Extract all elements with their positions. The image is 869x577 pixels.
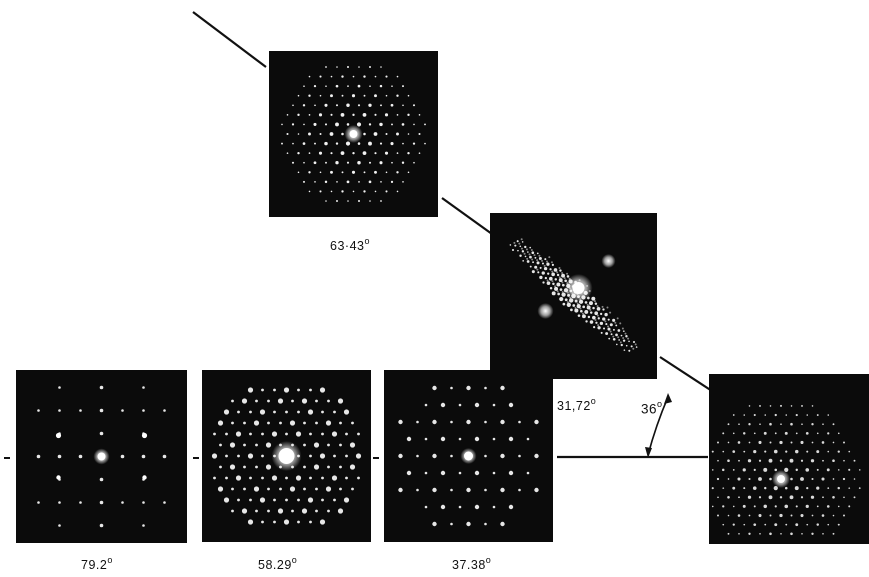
spot-pattern (36, 385, 167, 528)
angle-label-middle: 31,72o (557, 396, 597, 414)
rotation-angle-annotation: 36o (641, 399, 663, 417)
diffraction-panel-top (269, 51, 438, 217)
angle-label-bottom-1: 79.2o (81, 555, 113, 573)
spot-pattern (211, 387, 362, 525)
diffraction-panel-bottom-3 (384, 370, 553, 542)
left-tick-mark (373, 457, 379, 459)
angle-label-top: 63·43o (330, 236, 370, 254)
diffraction-panel-middle (490, 213, 657, 379)
spot-pattern (398, 385, 539, 527)
diffraction-panel-bottom-2 (202, 370, 371, 542)
spot-pattern (711, 404, 861, 536)
angle-label-bottom-2: 58.29o (258, 555, 298, 573)
left-tick-mark (4, 457, 10, 459)
spot-pattern (509, 238, 638, 352)
diffraction-panel-bottom-1 (16, 370, 187, 543)
angle-label-bottom-3: 37.38o (452, 555, 492, 573)
diffraction-panel-right (709, 374, 869, 544)
left-tick-mark (193, 457, 199, 459)
spot-pattern (281, 65, 426, 203)
